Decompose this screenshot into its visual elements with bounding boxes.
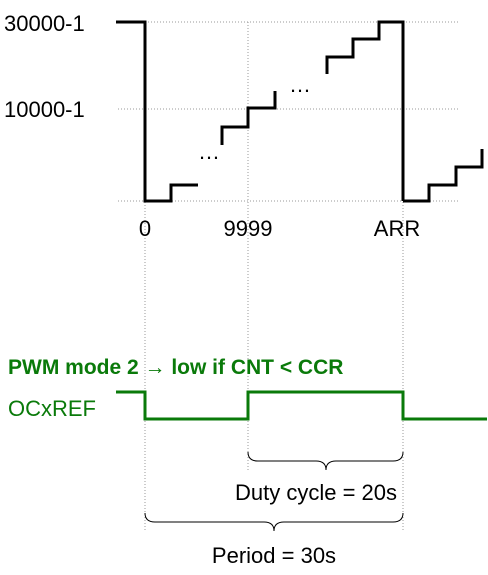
pwm-waveform <box>116 390 487 421</box>
ellipsis-upper: … <box>289 72 311 97</box>
y-label-30000: 30000-1 <box>4 11 85 36</box>
horizontal-gridlines <box>118 21 458 202</box>
pwm-mode-title: PWM mode 2 → low if CNT < CCR <box>8 356 343 379</box>
duty-cycle-label: Duty cycle = 20s <box>235 480 397 505</box>
ellipsis-lower: … <box>198 139 220 164</box>
period-label: Period = 30s <box>212 543 336 568</box>
y-label-10000: 10000-1 <box>4 97 85 122</box>
counter-segment-restart <box>403 149 484 203</box>
duty-cycle-bracket <box>247 451 404 471</box>
period-bracket <box>144 512 404 532</box>
counter-segment-start <box>116 20 198 203</box>
x-label-arr: ARR <box>374 216 420 241</box>
x-label-9999: 9999 <box>224 216 273 241</box>
ocxref-label: OCxREF <box>8 396 96 421</box>
counter-segment-top <box>325 20 405 201</box>
x-label-zero: 0 <box>139 216 151 241</box>
counter-segment-middle <box>220 91 277 145</box>
counter-waveform <box>116 20 484 203</box>
